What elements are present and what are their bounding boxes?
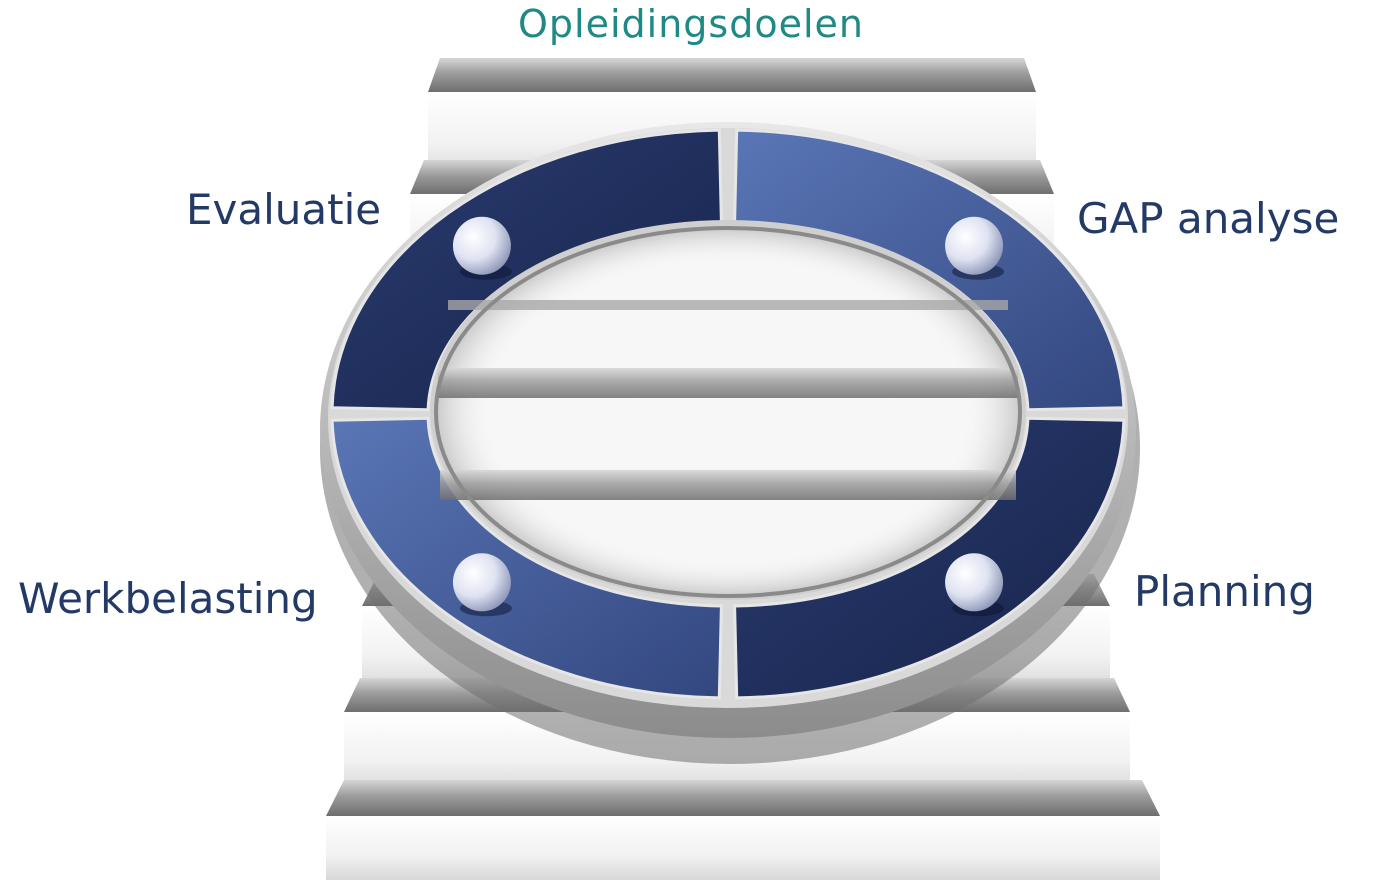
stage-label-planning: Planning: [1134, 567, 1315, 616]
stage-label-werkbelasting: Werkbelasting: [18, 574, 318, 623]
sphere-planning-icon: [945, 553, 1004, 612]
stair-step: [326, 780, 1160, 880]
segment-planning: [733, 416, 1126, 700]
diagram-title: Opleidingsdoelen: [518, 2, 864, 46]
sphere-evaluatie-icon: [452, 216, 511, 275]
stage-label-gap-analyse: GAP analyse: [1077, 194, 1340, 243]
cycle-ring: [320, 122, 1140, 764]
stage-label-evaluatie: Evaluatie: [186, 185, 382, 234]
sphere-werkbelasting-icon: [452, 553, 511, 612]
ring-hole-stairs: [438, 300, 1018, 500]
sphere-gap-analyse-icon: [945, 216, 1004, 275]
segment-werkbelasting: [330, 416, 723, 700]
